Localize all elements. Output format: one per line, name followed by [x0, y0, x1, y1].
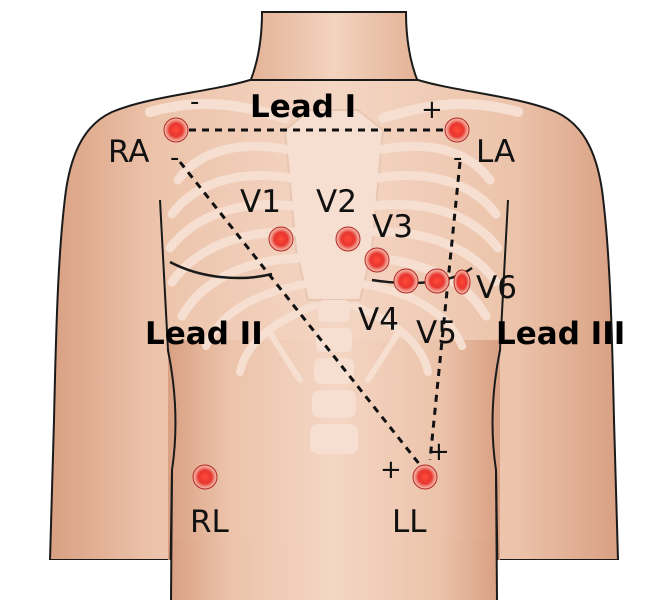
electrode-la	[444, 117, 470, 143]
la-negative-sign: -	[453, 143, 462, 173]
v3-label: V3	[372, 209, 413, 245]
lead-ii-label: Lead II	[145, 316, 263, 352]
ra-label: RA	[108, 134, 150, 170]
lead-ii-line	[178, 161, 426, 471]
lead-i-negative-sign: -	[190, 87, 199, 117]
ll-label: LL	[392, 504, 427, 540]
rib-cage	[145, 99, 523, 454]
right-arm-crease	[159, 199, 169, 351]
electrode-v6	[453, 269, 471, 295]
electrode-ra	[163, 117, 189, 143]
electrode-v5	[424, 268, 450, 294]
v5-label: V5	[416, 315, 457, 351]
left-arm-crease	[499, 199, 509, 351]
electrode-rl	[192, 464, 218, 490]
right-hip-line	[170, 469, 173, 600]
right-pectoral-line	[169, 260, 273, 280]
left-hip-line	[495, 469, 498, 600]
electrode-ll	[412, 464, 438, 490]
electrode-v1	[268, 226, 294, 252]
abdomen-lower	[171, 540, 497, 600]
v2-label: V2	[316, 184, 357, 220]
v1-label: V1	[240, 184, 281, 220]
v6-label: V6	[476, 270, 517, 306]
rl-label: RL	[190, 504, 230, 540]
electrode-v2	[335, 226, 361, 252]
lead-iii-line	[428, 161, 462, 461]
lead-i-positive-sign: +	[421, 95, 443, 125]
ll-positive-sign-right: +	[428, 437, 450, 467]
electrode-v4	[393, 268, 419, 294]
right-side-line	[491, 349, 501, 600]
ll-positive-sign-left: +	[380, 455, 402, 485]
lead-lines	[176, 128, 462, 471]
lead-i-label: Lead I	[250, 89, 356, 125]
ra-negative-sign: -	[170, 143, 179, 173]
electrodes	[163, 117, 471, 490]
electrode-v3	[364, 247, 390, 273]
la-label: LA	[476, 134, 515, 170]
lead-iii-label: Lead III	[496, 316, 625, 352]
left-side-line	[167, 349, 177, 600]
neck	[248, 11, 420, 83]
v4-label: V4	[358, 302, 399, 338]
